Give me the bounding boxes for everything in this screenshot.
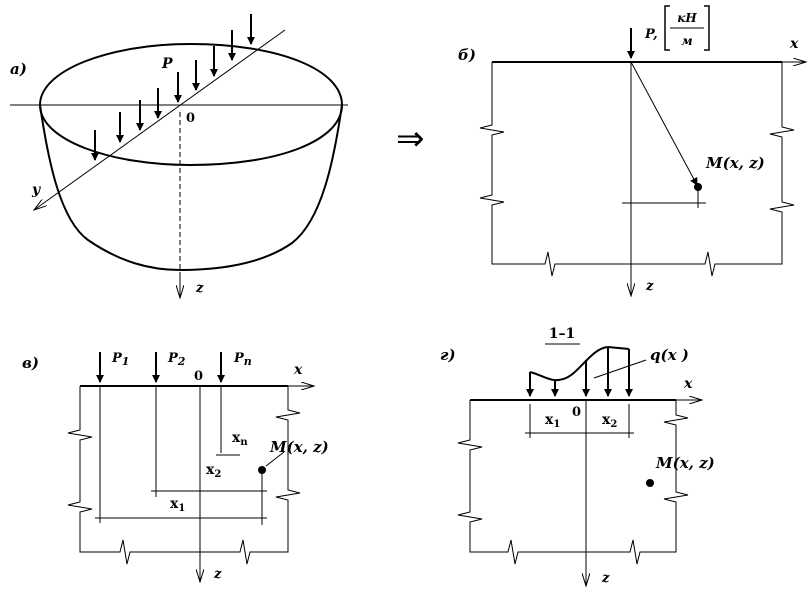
unit-top: кН	[677, 11, 697, 25]
origin-label-v: 0	[194, 369, 203, 384]
panel-g-label: г)	[440, 346, 456, 364]
distributed-load-curve	[529, 345, 630, 382]
pn-label: Pn	[233, 351, 252, 368]
svg-text:Pn: Pn	[233, 351, 252, 368]
svg-text:P1: P1	[111, 351, 129, 368]
panel-b-label: б)	[458, 46, 476, 64]
panel-a: а) P 0 y z	[10, 14, 348, 298]
p2-label: P2	[167, 351, 186, 368]
load-leader-g	[593, 359, 647, 379]
p1-label: P1	[111, 351, 129, 368]
svg-text:P2: P2	[167, 351, 186, 368]
xn-label-v: xn	[232, 430, 248, 448]
boundary-v	[67, 386, 301, 565]
z-axis-label-v: z	[213, 567, 222, 582]
load-label-a: P	[161, 56, 173, 72]
point-label-g: M(x, z)	[655, 454, 715, 472]
x1-label-v: x1	[170, 496, 185, 514]
load-label-g: q(x )	[650, 346, 689, 364]
section-label-g: 1–1	[549, 326, 575, 342]
z-axis-label-a: z	[195, 281, 204, 296]
panel-g: г) 1–1 q(x ) 0 x z x1 x2 M(x, z)	[440, 326, 715, 586]
svg-text:x2: x2	[602, 412, 617, 430]
svg-text:xn: xn	[232, 430, 248, 448]
boundary-g	[457, 400, 689, 565]
point-label-b: M(x, z)	[705, 154, 765, 172]
point-m-b	[694, 183, 702, 191]
bowl-side-left	[39, 104, 181, 271]
panel-a-label: а)	[10, 60, 27, 78]
svg-text:x2: x2	[206, 462, 221, 480]
line-load-arrows	[91, 14, 255, 161]
unit-bracket-right	[704, 5, 710, 51]
bowl-side-right	[179, 104, 343, 271]
load-label-b: P,	[644, 27, 658, 42]
panel-v-label: в)	[22, 354, 39, 372]
point-m-g	[646, 479, 654, 487]
x-axis-label-b: x	[789, 36, 799, 52]
implies-arrow-icon: ⇒	[396, 119, 425, 159]
panel-b: б) P, кН м M(x, z) x z	[458, 5, 806, 296]
x-axis-label-g: x	[683, 376, 693, 392]
x2-label-g: x2	[602, 412, 617, 430]
unit-bottom: м	[681, 34, 692, 48]
radius-line-b	[630, 61, 698, 186]
z-axis-label-g: z	[601, 571, 610, 586]
x2-label-v: x2	[206, 462, 221, 480]
x1-label-g: x1	[545, 412, 560, 430]
panel-v: в) P1 P2 Pn 0 x z x1	[22, 351, 329, 582]
origin-label-g: 0	[572, 405, 581, 420]
y-axis-label-a: y	[31, 182, 41, 198]
point-m-v-leader	[265, 451, 285, 467]
svg-text:x1: x1	[170, 496, 185, 514]
x-axis-label-v: x	[293, 362, 303, 378]
svg-text:x1: x1	[545, 412, 560, 430]
origin-label-a: 0	[186, 111, 195, 126]
y-axis-a	[34, 29, 286, 210]
unit-bracket-left	[664, 5, 670, 51]
z-axis-label-b: z	[645, 279, 654, 294]
point-label-v: M(x, z)	[269, 438, 329, 456]
boundary-b	[479, 62, 795, 277]
